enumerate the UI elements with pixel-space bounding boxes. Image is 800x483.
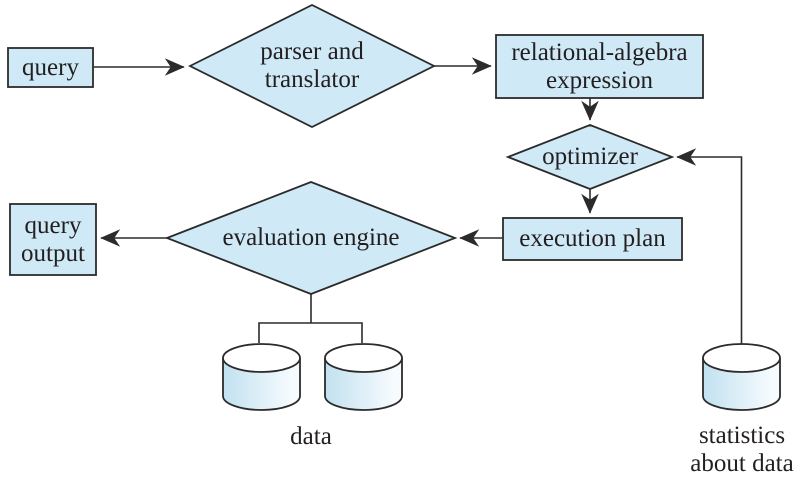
data-cylinder-1 — [222, 343, 301, 411]
parser-translator-diamond — [187, 3, 437, 129]
relational-algebra-box — [495, 34, 704, 99]
statistics-cylinder — [702, 343, 781, 411]
data-cylinder-2 — [324, 343, 403, 411]
execution-plan-box — [502, 217, 683, 261]
line-statistics-to-optimizer — [676, 148, 743, 344]
optimizer-diamond — [505, 124, 675, 190]
line-evaluation-engine-to-data — [258, 294, 363, 343]
query-box — [7, 47, 94, 88]
evaluation-engine-diamond — [164, 181, 458, 295]
query-output-box — [9, 203, 97, 276]
